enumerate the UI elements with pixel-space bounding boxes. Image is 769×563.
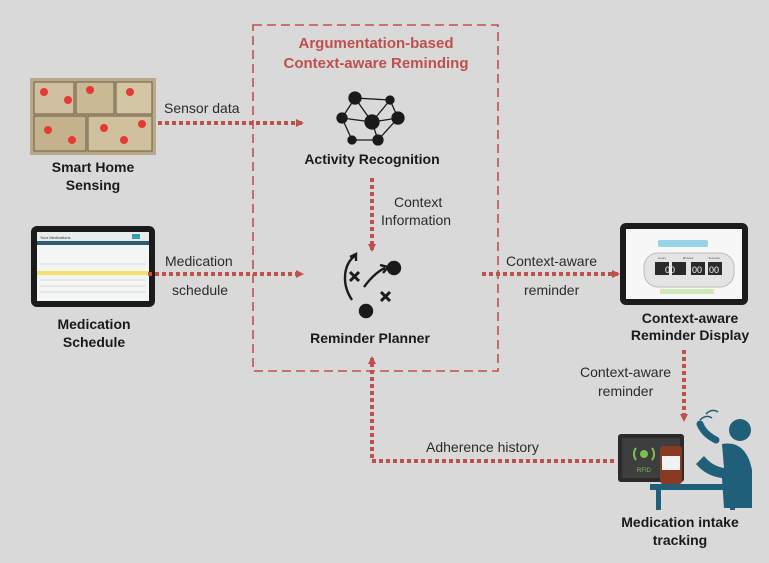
reminder-output-line1: Context-aware [506, 253, 597, 269]
timer-hours: 00 [665, 265, 675, 275]
schedule-tablet-image [31, 226, 155, 307]
rfid-label: RFID [637, 468, 652, 474]
timer-unit-hours: Hours [658, 256, 667, 260]
smart-home-label-line2: Sensing [66, 177, 120, 193]
context-info-line1: Context [394, 194, 442, 210]
reminder-down-line2: reminder [598, 383, 654, 399]
floor-plan-image [30, 78, 156, 155]
activity-recognition-label: Activity Recognition [304, 151, 439, 167]
reminder-down-line1: Context-aware [580, 364, 671, 380]
reminder-display-tablet-image [620, 223, 748, 305]
med-schedule-edge-line2: schedule [172, 282, 228, 298]
context-info-line2: Information [381, 212, 451, 228]
sensor-data-label: Sensor data [164, 100, 240, 116]
timer-seconds: 00 [709, 265, 719, 275]
smart-home-label-line1: Smart Home [52, 159, 135, 175]
reminder-output-line2: reminder [524, 282, 580, 298]
medication-schedule-line2: Schedule [63, 334, 125, 350]
argumentation-box [252, 24, 499, 372]
strategy-icon [343, 252, 402, 319]
timer-minutes: 00 [692, 265, 702, 275]
medication-schedule-line1: Medication [57, 316, 130, 332]
medication-tracking-image [618, 409, 752, 510]
network-icon [336, 91, 405, 146]
timer-unit-seconds: Seconds [708, 256, 720, 260]
box-title-line2: Context-aware Reminding [283, 55, 468, 72]
adherence-history-arrow [368, 356, 614, 463]
reminder-planner-label: Reminder Planner [310, 330, 430, 346]
med-schedule-edge-line1: Medication [165, 253, 233, 269]
timer-unit-minutes: Minutes [683, 256, 694, 260]
display-label-line2: Reminder Display [631, 327, 749, 343]
tracking-label-line2: tracking [653, 532, 707, 548]
display-label-line1: Context-aware [642, 310, 739, 326]
box-title-line1: Argumentation-based [298, 35, 453, 52]
schedule-header-text: Your Medications [40, 235, 71, 240]
tracking-label-line1: Medication intake [621, 514, 739, 530]
adherence-history-label: Adherence history [426, 439, 539, 455]
